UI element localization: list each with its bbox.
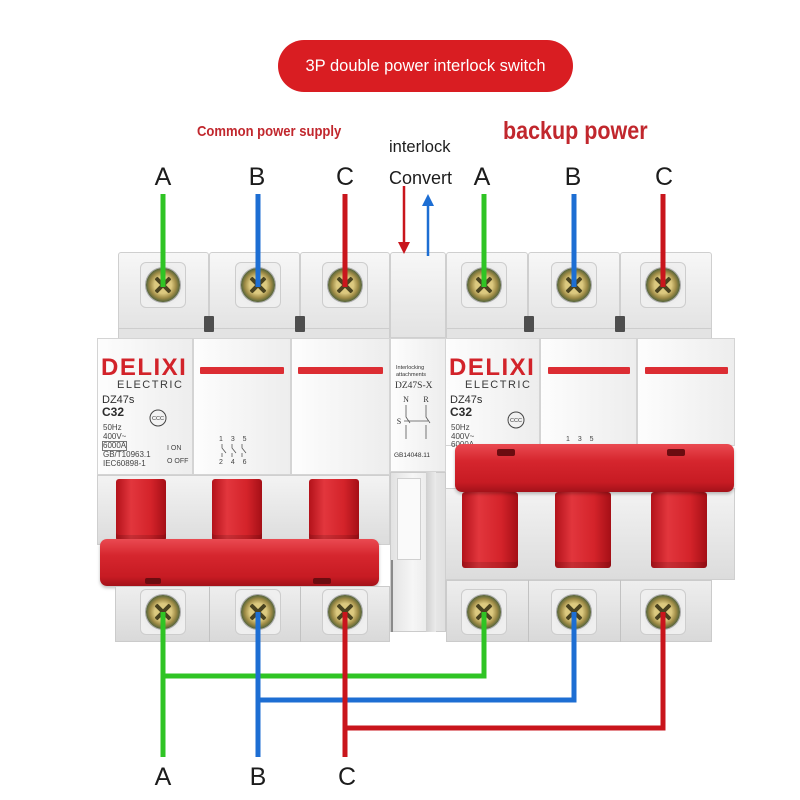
common-spec-breaking-capacity: 6000A [101,441,128,451]
arrow-up-icon [422,194,434,206]
common-power-supply-label: Common power supply [197,123,342,140]
common-model: DZ47s [102,394,135,406]
interlock-top-housing [390,252,446,338]
common-bottom-divider [300,586,301,642]
backup-toggle-pole-1 [462,492,518,568]
backup-rating: C32 [450,405,473,419]
common-brand-logo: DELIXI [101,354,188,381]
interlock-title-line-2: attachments [396,372,426,378]
backup-phase-a-label: A [473,163,491,191]
backup-indicator-stripe [645,367,728,374]
common-handle-notch [145,578,161,584]
backup-top-screw-a [467,268,501,302]
load-phase-c-label: C [337,763,357,791]
common-face-pole-2 [193,338,291,475]
interlock-convert-arrows [398,186,434,256]
common-toggle-pole-2 [212,479,262,541]
common-on-label: I ON [167,445,182,452]
common-cert-mark-icon: CCC [149,409,167,427]
common-handle-notch [313,578,331,584]
common-phase-b-label: B [248,163,266,191]
common-spec-standard-gb: GB/T10963.1 [103,450,151,459]
common-phase-c-label: C [335,163,355,191]
load-phase-b-label: B [249,763,267,791]
convert-label: Convert [389,168,453,188]
backup-indicator-stripe [548,367,630,374]
common-top-slot [204,316,214,332]
backup-handle-notch [667,449,685,456]
backup-face-pole-3 [637,338,735,446]
common-bottom-screw-c [328,595,362,629]
interlock-title-line-1: Interlocking [396,365,425,371]
common-phase-a-label: A [154,163,172,191]
interlock-edge-line [391,560,393,632]
interlock-diagram-label-s: S [397,417,401,426]
common-brand-subtitle: ELECTRIC [117,379,184,391]
interlock-diagram-label-r: R [423,395,429,404]
common-top-screw-c [328,268,362,302]
common-spec-standard-iec: IEC60898-1 [103,459,146,468]
interlock-linkage-block [397,478,421,560]
title-text: 3P double power interlock switch [305,57,546,75]
common-indicator-stripe [200,367,284,374]
title-banner: 3P double power interlock switch [278,40,573,92]
common-toggle-pole-1 [116,479,166,541]
backup-top-slot [524,316,534,332]
backup-bottom-screw-c [646,595,680,629]
interlock-groove [426,472,436,632]
backup-bottom-screw-a [467,595,501,629]
interlock-standard: GB14048.11 [394,452,431,459]
backup-face-pole-1 [445,338,540,446]
interlock-label: interlock [389,138,451,156]
load-phase-a-label: A [154,763,172,791]
backup-bottom-divider [528,580,529,642]
backup-bottom-divider [620,580,621,642]
backup-phase-c-label: C [654,163,674,191]
common-cert-mark-text: CCC [152,416,164,422]
backup-toggle-pole-2 [555,492,611,568]
backup-brand-subtitle: ELECTRIC [465,379,532,391]
interlock-face [390,338,446,472]
common-top-slot [295,316,305,332]
common-bottom-screw-a [146,595,180,629]
common-top-screw-a [146,268,180,302]
backup-bottom-screw-b [557,595,591,629]
backup-phase-b-label: B [564,163,582,191]
common-rating: C32 [102,405,125,419]
backup-cert-mark-icon: CCC [507,411,525,429]
backup-model: DZ47s [450,394,483,406]
common-pole-schematic-icon [221,444,247,457]
interlock-diagram-label-n: N [403,395,409,404]
backup-top-screw-b [557,268,591,302]
common-bottom-divider [209,586,210,642]
backup-top-slot [615,316,625,332]
backup-terminal-numbers-top: 1 3 5 [566,436,597,443]
backup-top-screw-c [646,268,680,302]
backup-spec-frequency: 50Hz [451,423,470,432]
common-bottom-screw-b [241,595,275,629]
interlock-schematic-icon: N R S [397,395,431,439]
common-face-pole-1 [97,338,193,475]
common-indicator-stripe [298,367,383,374]
backup-power-label: backup power [503,117,648,145]
common-toggle-pole-3 [309,479,359,541]
backup-cert-mark-text: CCC [510,418,522,424]
common-top-screw-b [241,268,275,302]
common-handle-bar [100,539,379,586]
interlock-model: DZ47S-X [395,381,433,391]
backup-toggle-pole-3 [651,492,707,568]
backup-brand-logo: DELIXI [449,354,536,381]
common-face-pole-3 [291,338,390,475]
common-terminal-numbers-top: 1 3 5 [219,436,250,443]
common-off-label: O OFF [167,458,189,465]
backup-face-pole-2 [540,338,637,446]
backup-handle-notch [497,449,515,456]
common-terminal-numbers-bottom: 2 4 6 [219,459,250,466]
backup-spec-voltage: 400V~ [451,432,475,441]
common-spec-frequency: 50Hz [103,423,122,432]
common-spec-voltage: 400V~ [103,432,127,441]
